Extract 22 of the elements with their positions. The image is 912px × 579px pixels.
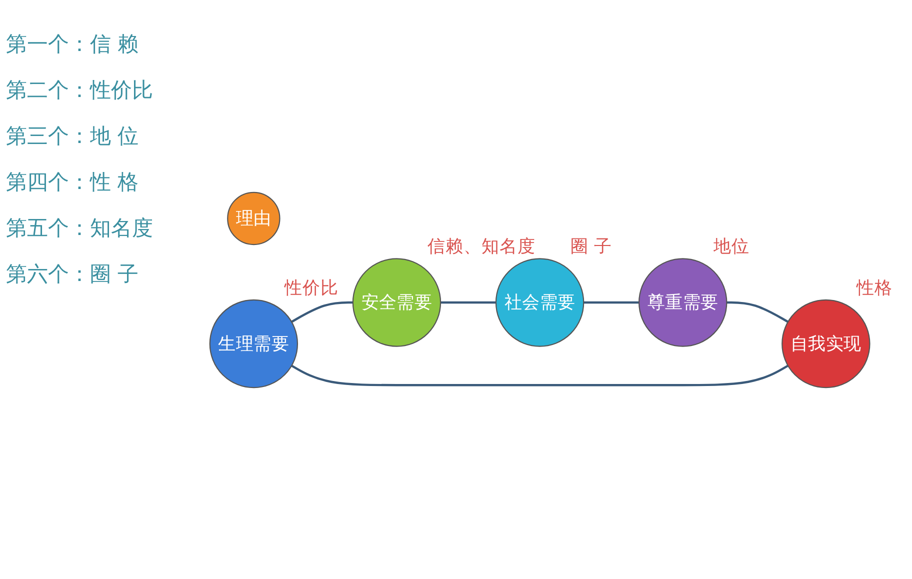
annotation-text: 性格 bbox=[856, 278, 893, 298]
connector bbox=[291, 364, 789, 386]
node-circle: 理由 bbox=[227, 191, 280, 245]
connector bbox=[440, 300, 496, 304]
node-circle: 自我实现 bbox=[782, 298, 870, 388]
annotation-text: 性价比 bbox=[284, 278, 338, 298]
list-item-text: 第五个：知名度 bbox=[6, 215, 154, 242]
list-item-text: 第六个：圈 子 bbox=[6, 261, 140, 288]
node-circle: 生理需要 bbox=[209, 298, 298, 388]
list-item-text: 第四个：性 格 bbox=[6, 169, 140, 196]
annotation-text: 圈 子 bbox=[570, 236, 612, 257]
annotation-text: 信赖、知名度 bbox=[427, 236, 536, 257]
connector bbox=[584, 300, 640, 304]
node-circle: 社会需要 bbox=[495, 258, 584, 346]
annotation-text: 地位 bbox=[714, 236, 750, 257]
node-circle: 安全需要 bbox=[352, 258, 442, 346]
list-item-text: 第二个：性价比 bbox=[6, 77, 154, 104]
list-item-text: 第三个：地 位 bbox=[6, 123, 140, 150]
list-item-text: 第一个：信 赖 bbox=[6, 31, 140, 58]
node-circle: 尊重需要 bbox=[638, 258, 728, 346]
connector bbox=[726, 300, 789, 322]
connector bbox=[291, 300, 353, 322]
